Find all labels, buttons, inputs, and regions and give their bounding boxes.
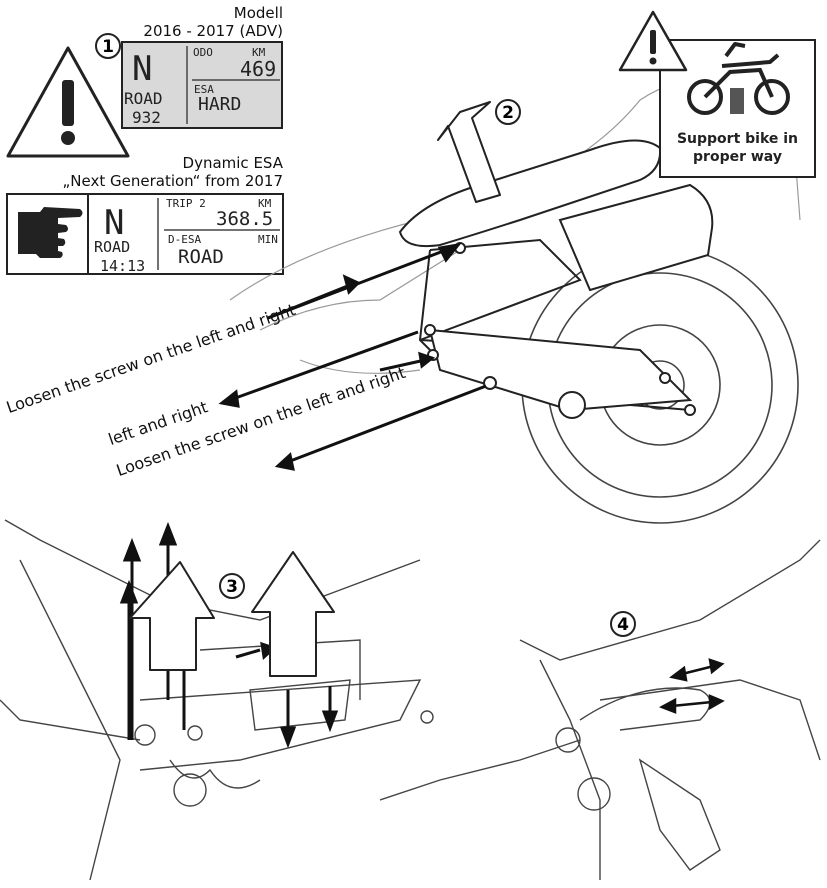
model-header-line2: 2016 - 2017 (ADV) (143, 22, 283, 40)
panel-3-drawing (0, 519, 434, 881)
seat (398, 139, 662, 248)
panel-3-lift-arrows (129, 551, 335, 677)
swingarm (428, 328, 693, 419)
lift-seat-arrow (437, 101, 501, 203)
step-3-badge (219, 573, 245, 599)
support-warning-icon (618, 10, 688, 72)
d2-min-label: MIN (258, 233, 278, 246)
d2-km-label: KM (258, 197, 272, 210)
d2-trip-label: TRIP 2 (166, 197, 206, 210)
support-caption-line2: proper way (693, 149, 782, 165)
d1-esa-value: HARD (198, 94, 241, 115)
step-4-number: 4 (617, 615, 629, 635)
panel-4-drawing (379, 539, 821, 880)
d1-mode: ROAD (124, 89, 163, 108)
dynamic-esa-line2: „Next Generation“ from 2017 (62, 172, 283, 190)
lcd-display-1 (121, 41, 283, 129)
warning-triangle-icon (6, 46, 130, 158)
d1-km-value: 469 (240, 57, 276, 81)
d1-odo-label: ODO (193, 46, 213, 59)
pointing-hand-icon (18, 207, 83, 258)
d1-mode-sub: 932 (132, 108, 161, 127)
lcd-display-2 (157, 198, 280, 270)
support-caption: Support bike in proper way (662, 130, 813, 166)
panel-4-arrows (659, 658, 725, 714)
step-4-badge (610, 611, 636, 637)
step-2-badge (495, 99, 521, 125)
dynamic-esa-header: Dynamic ESA „Next Generation“ from 2017 (20, 154, 283, 190)
step-3-number: 3 (226, 577, 238, 597)
d1-esa-label: ESA (194, 83, 214, 96)
model-header-line1: Modell (233, 4, 283, 22)
d2-mode-sub: 14:13 (100, 257, 145, 275)
callout-arrows (218, 242, 487, 471)
d1-km-label: KM (252, 46, 266, 59)
support-caption-line1: Support bike in (676, 131, 799, 147)
d2-trip-value: 368.5 (216, 208, 273, 230)
step-1-badge (95, 33, 121, 59)
d2-mode: ROAD (94, 238, 130, 256)
d2-desa-label: D-ESA (168, 233, 201, 246)
luggage-box (558, 183, 714, 292)
motorcycle-on-stand-icon (687, 42, 790, 115)
d2-desa-value: ROAD (178, 246, 224, 268)
step-1-number: 1 (102, 37, 114, 57)
step-2-number: 2 (502, 103, 514, 123)
dynamic-esa-line1: Dynamic ESA (182, 154, 283, 172)
d1-gear: N (132, 49, 152, 89)
d2-gear: N (104, 203, 124, 243)
model-header: Modell 2016 - 2017 (ADV) (90, 4, 283, 40)
